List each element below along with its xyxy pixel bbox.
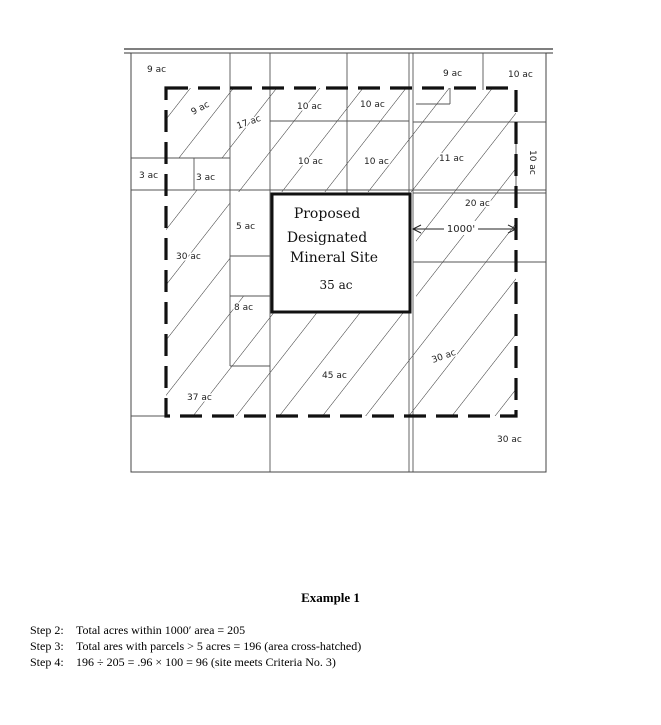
proposed-site-boundary (270, 192, 412, 314)
parcel-label: 20 ac (465, 199, 490, 209)
step-4: Step 4: 196 ÷ 205 = .96 × 100 = 96 (site … (30, 654, 361, 670)
dimension-arrow-left-icon (411, 224, 422, 234)
parcel-label: 10 ac (297, 102, 322, 112)
parcel-label: 3 ac (196, 173, 215, 183)
step-text: 196 ÷ 205 = .96 × 100 = 96 (site meets C… (76, 655, 336, 669)
site-label-line2: Designated (287, 230, 367, 246)
cross-hatched-area (166, 88, 516, 416)
parcel-grid-frame (130, 52, 547, 473)
steps-list: Step 2: Total acres within 1000′ area = 2… (30, 622, 361, 670)
step-2: Step 2: Total acres within 1000′ area = 2… (30, 622, 361, 638)
parcel-label: 9 ac (443, 69, 462, 79)
step-3: Step 3: Total ares with parcels > 5 acres… (30, 638, 361, 654)
dimension-label: 1000' (447, 224, 475, 235)
parcel-label: 37 ac (187, 393, 212, 403)
parcel-label: 45 ac (322, 371, 347, 381)
site-label-line3: Mineral Site (290, 250, 378, 266)
parcel-label: 10 ac (508, 70, 533, 80)
parcel-label: 11 ac (439, 154, 464, 164)
buffer-boundary (164, 86, 518, 418)
step-text: Total ares with parcels > 5 acres = 196 … (76, 639, 362, 653)
parcel-map: 1000' Proposed Designated Mineral Site 3… (124, 48, 553, 473)
parcel-label: 8 ac (234, 303, 253, 313)
parcel-label: 3 ac (139, 171, 158, 181)
step-label: Step 2: (30, 623, 64, 637)
parcel-label: 10 ac (364, 157, 389, 167)
site-acres: 35 ac (320, 278, 353, 292)
dimension-arrow-right-icon (507, 224, 518, 234)
parcel-label: 9 ac (147, 65, 166, 75)
parcel-label: 30 ac (497, 435, 522, 445)
parcel-label: 10 ac (527, 150, 537, 175)
parcel-boundaries (131, 53, 546, 472)
site-label-line1: Proposed (294, 206, 360, 222)
parcel-label: 10 ac (298, 157, 323, 167)
step-label: Step 3: (30, 639, 64, 653)
parcel-label: 5 ac (236, 222, 255, 232)
figure-caption: Example 1 (301, 590, 360, 605)
parcel-label: 30 ac (176, 252, 201, 262)
step-text: Total acres within 1000′ area = 205 (76, 623, 246, 637)
parcel-label: 10 ac (360, 100, 385, 110)
step-label: Step 4: (30, 655, 64, 669)
